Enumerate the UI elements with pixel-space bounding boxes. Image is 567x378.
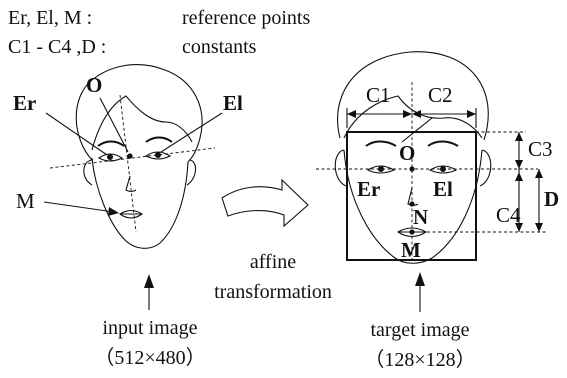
input-caption-size: （512×480） xyxy=(94,346,205,369)
target-face-hairline xyxy=(343,95,483,139)
input-face-left-eyebrow xyxy=(145,136,173,143)
target-up-arrowhead xyxy=(415,272,425,286)
input-face-nose xyxy=(125,175,137,193)
input-face-hairline xyxy=(91,95,193,151)
input-M-pointer xyxy=(43,201,115,213)
target-label-M: M xyxy=(401,238,421,262)
target-C1-arrow-left xyxy=(347,110,356,118)
target-C4-arrow-bottom xyxy=(515,223,523,232)
target-face-left-eyebrow xyxy=(427,140,459,147)
target-C4-arrow-top xyxy=(515,172,523,181)
target-caption-size: （128×128） xyxy=(364,348,475,371)
target-C1-arrow-right xyxy=(403,110,412,118)
target-label-N: N xyxy=(413,205,428,229)
target-point-N xyxy=(409,201,415,207)
input-face-left-pupil xyxy=(155,152,161,158)
target-label-C4: C4 xyxy=(496,203,521,227)
target-face-head xyxy=(337,51,489,141)
input-label-M: M xyxy=(16,189,35,213)
legend-line2-label: C1 - C4 ,D : xyxy=(8,36,106,58)
target-point-O xyxy=(409,166,415,172)
target-label-Er: Er xyxy=(357,177,380,201)
input-eye-axis xyxy=(49,147,216,169)
target-label-C2: C2 xyxy=(428,83,453,107)
input-label-El: El xyxy=(223,91,243,115)
input-mid-axis xyxy=(119,94,137,233)
transformation-arrow-outline xyxy=(221,178,309,228)
target-C3-arrow-bottom xyxy=(515,160,523,169)
input-caption-title: input image xyxy=(103,317,198,339)
target-bounding-square xyxy=(346,131,477,261)
input-El-pointer xyxy=(160,112,223,153)
target-C3-arrow-top xyxy=(515,132,523,141)
target-label-C1: C1 xyxy=(366,83,391,107)
legend-line2-desc: constants xyxy=(182,36,257,58)
target-caption-title: target image xyxy=(370,319,469,341)
input-O-pointer xyxy=(99,97,129,153)
target-D-arrow-top xyxy=(535,169,543,178)
target-label-El: El xyxy=(433,177,453,201)
target-label-C3: C3 xyxy=(528,137,553,161)
target-face-right-ear xyxy=(479,149,492,187)
target-face-left-eye xyxy=(428,165,458,174)
target-O-pointer xyxy=(401,117,433,143)
input-face-left-eye xyxy=(144,151,172,160)
target-label-D: D xyxy=(544,187,559,211)
input-point-O xyxy=(127,153,133,159)
input-label-O: O xyxy=(86,73,102,97)
target-face-right-eye xyxy=(366,165,396,174)
target-face-left-ear xyxy=(334,149,347,187)
legend-line1-label: Er, El, M : xyxy=(8,7,92,29)
target-face-right-eyebrow xyxy=(365,140,397,147)
input-face-hair xyxy=(75,64,203,163)
input-face-right-pupil xyxy=(107,154,113,160)
arrow-caption-line2: transformation xyxy=(214,281,332,303)
target-C2-arrow-right xyxy=(467,110,476,118)
input-face: O Er El M xyxy=(13,64,243,249)
target-face-outline xyxy=(343,149,483,264)
input-Er-pointer xyxy=(45,112,108,156)
target-C2-arrow-left xyxy=(412,110,421,118)
target-label-O: O xyxy=(399,141,415,165)
input-face-right-ear xyxy=(186,159,197,186)
input-face-right-eyebrow xyxy=(97,140,125,147)
input-face-right-eye xyxy=(97,153,124,162)
target-face: C1 C2 C3 C4 D O Er El N M xyxy=(316,51,559,264)
input-M-arrowhead xyxy=(108,207,119,216)
target-point-M xyxy=(409,229,415,235)
input-face-left-ear xyxy=(83,159,94,186)
target-D-arrow-bottom xyxy=(535,223,543,232)
input-label-Er: Er xyxy=(13,91,36,115)
target-face-right-pupil xyxy=(378,166,384,172)
input-up-arrowhead xyxy=(144,274,154,288)
transformation-arrow xyxy=(221,178,309,228)
input-face-outline xyxy=(91,157,189,249)
arrow-caption-line1: affine xyxy=(250,251,296,273)
legend-line1-desc: reference points xyxy=(182,7,310,29)
